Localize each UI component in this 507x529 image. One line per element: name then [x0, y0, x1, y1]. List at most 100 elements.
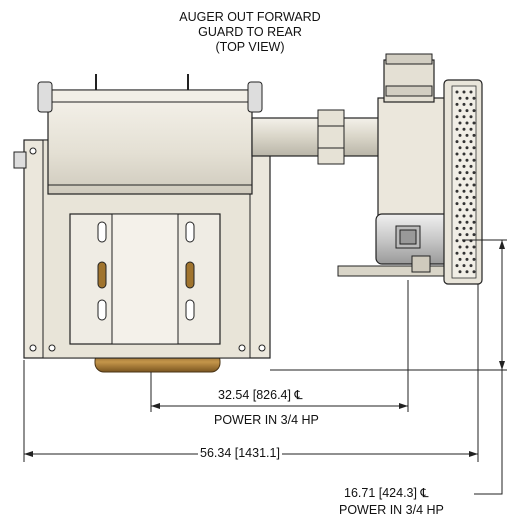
- perforation-hole: [455, 264, 459, 268]
- perforation-hole: [458, 171, 462, 175]
- perforation-hole: [472, 133, 476, 137]
- dimension-arrows: [24, 240, 505, 457]
- perforation-hole: [472, 171, 476, 175]
- gearbox: [377, 53, 449, 217]
- perforation-hole: [458, 270, 462, 274]
- perforation-hole: [462, 202, 466, 206]
- perforation-hole: [465, 109, 469, 113]
- perforation-hole: [465, 183, 469, 187]
- perforation-hole: [469, 202, 473, 206]
- perforation-hole: [465, 233, 469, 237]
- view-title-line-2: GUARD TO REAR: [198, 25, 302, 39]
- view-title-line-3: (TOP VIEW): [215, 40, 285, 54]
- perforation-hole: [455, 152, 459, 156]
- perforation-hole: [472, 245, 476, 249]
- perforation-hole: [462, 102, 466, 106]
- perforation-hole: [458, 245, 462, 249]
- auger-tube: [251, 109, 383, 165]
- perforation-hole: [465, 270, 469, 274]
- vertical-offset-note: POWER IN 3/4 HP: [339, 503, 444, 517]
- perforation-hole: [472, 183, 476, 187]
- motor-offset-note: POWER IN 3/4 HP: [214, 413, 319, 427]
- perforation-hole: [462, 140, 466, 144]
- perforation-hole: [462, 115, 466, 119]
- perforation-hole: [469, 102, 473, 106]
- perforation-hole: [465, 146, 469, 150]
- perforation-hole: [455, 90, 459, 94]
- perforation-hole: [472, 220, 476, 224]
- perforation-hole: [465, 158, 469, 162]
- perforation-hole: [472, 257, 476, 261]
- perforation-hole: [465, 208, 469, 212]
- perforation-hole: [469, 152, 473, 156]
- perforation-hole: [469, 90, 473, 94]
- perforation-hole: [462, 90, 466, 94]
- perforation-hole: [458, 183, 462, 187]
- perforation-hole: [472, 195, 476, 199]
- perforated-guard: [443, 79, 483, 285]
- perforation-hole: [458, 220, 462, 224]
- perforation-hole: [455, 102, 459, 106]
- motor: [337, 213, 459, 277]
- perforation-hole: [458, 96, 462, 100]
- perforation-hole: [465, 195, 469, 199]
- perforation-hole: [462, 189, 466, 193]
- perforation-hole: [469, 127, 473, 131]
- perforation-hole: [469, 226, 473, 230]
- perforation-hole: [469, 189, 473, 193]
- perforation-hole: [469, 140, 473, 144]
- perforation-hole: [472, 109, 476, 113]
- motor-offset-dimension: 32.54 [826.4] ℄: [218, 388, 303, 402]
- perforation-hole: [458, 195, 462, 199]
- perforation-hole: [455, 140, 459, 144]
- perforation-hole: [465, 121, 469, 125]
- perforation-hole: [458, 158, 462, 162]
- perforation-hole: [462, 226, 466, 230]
- perforation-hole: [465, 245, 469, 249]
- front-panel: [69, 213, 221, 345]
- hopper-cylinder: [13, 74, 263, 195]
- perforation-hole: [462, 251, 466, 255]
- perforation-hole: [465, 133, 469, 137]
- perforation-hole: [465, 220, 469, 224]
- perforation-hole: [455, 214, 459, 218]
- perforation-hole: [455, 202, 459, 206]
- perforation-hole: [458, 133, 462, 137]
- perforation-hole: [472, 270, 476, 274]
- perforation-hole: [462, 164, 466, 168]
- perforation-hole: [458, 121, 462, 125]
- perforation-hole: [472, 208, 476, 212]
- perforation-hole: [455, 177, 459, 181]
- perforation-hole: [455, 115, 459, 119]
- perforation-hole: [458, 109, 462, 113]
- perforation-hole: [455, 164, 459, 168]
- perforation-hole: [458, 233, 462, 237]
- perforation-hole: [455, 251, 459, 255]
- perforation-hole: [472, 146, 476, 150]
- perforation-hole: [472, 96, 476, 100]
- view-title-line-1: AUGER OUT FORWARD: [179, 10, 321, 24]
- perforation-hole: [465, 171, 469, 175]
- vertical-offset-dimension: 16.71 [424.3] ℄: [344, 486, 429, 500]
- perforation-hole: [462, 152, 466, 156]
- perforation-hole: [458, 257, 462, 261]
- overall-width-dimension: 56.34 [1431.1]: [198, 446, 282, 461]
- perforation-hole: [469, 251, 473, 255]
- perforation-hole: [469, 164, 473, 168]
- perforation-hole: [465, 257, 469, 261]
- perforation-hole: [458, 146, 462, 150]
- perforation-hole: [462, 264, 466, 268]
- perforation-hole: [455, 127, 459, 131]
- perforation-hole: [472, 121, 476, 125]
- perforation-hole: [472, 233, 476, 237]
- perforation-hole: [462, 214, 466, 218]
- perforation-hole: [458, 208, 462, 212]
- perforation-hole: [462, 127, 466, 131]
- perforation-hole: [469, 214, 473, 218]
- perforation-hole: [469, 177, 473, 181]
- perforation-hole: [455, 189, 459, 193]
- perforation-hole: [469, 115, 473, 119]
- perforation-hole: [472, 158, 476, 162]
